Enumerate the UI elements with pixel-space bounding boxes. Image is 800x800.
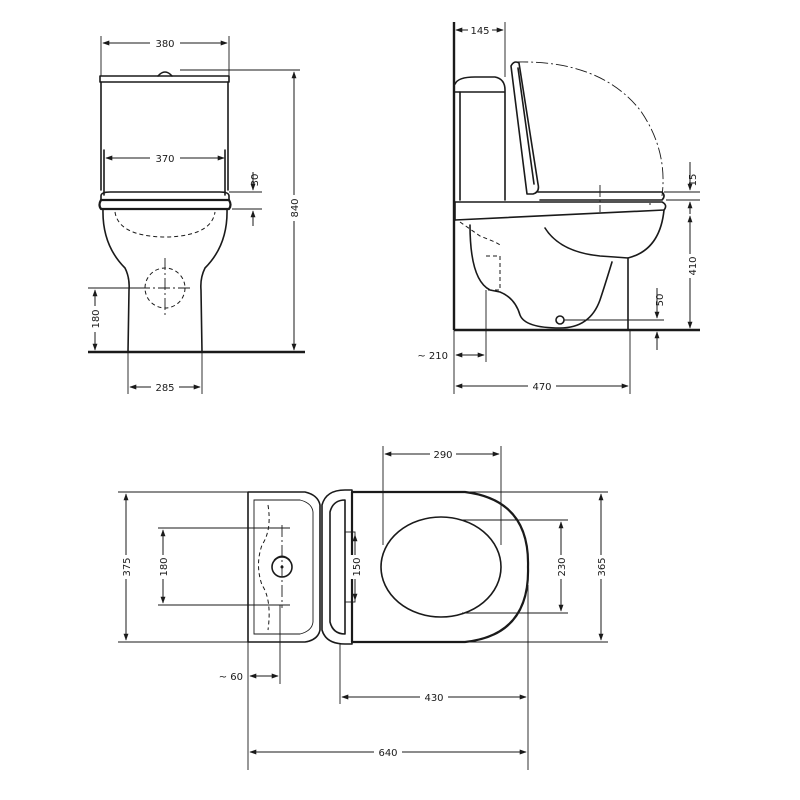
front-seat-ring	[98, 198, 232, 211]
top-hole-spacing-label: 180	[159, 557, 170, 576]
top-hinge-block	[321, 489, 353, 645]
side-lid-swing-arc	[515, 61, 664, 197]
top-bowl-outline	[350, 490, 530, 644]
top-view: 290 375 180 150 230 365 ~ 60	[118, 446, 608, 770]
front-total-height-label: 840	[290, 198, 301, 217]
front-tank-inner	[103, 149, 226, 196]
top-wall-gap-label: ~ 60	[219, 672, 243, 683]
top-total-width-label: 375	[122, 557, 133, 576]
top-tank-inner	[253, 499, 314, 635]
front-bowl-right	[200, 208, 228, 353]
side-tank-outline	[454, 76, 506, 201]
front-outlet-height-label: 180	[91, 309, 102, 328]
front-bowl-hidden	[114, 211, 216, 238]
side-bowl-front	[627, 209, 665, 331]
side-seat-lid-raised	[510, 61, 540, 195]
side-outlet-center-label: 50	[655, 294, 666, 307]
front-base-width-label: 285	[155, 383, 174, 394]
top-tank-outline	[247, 491, 321, 643]
side-view: 145 15 410 50 ~ 210 470	[417, 22, 700, 394]
front-seat-lid	[100, 191, 230, 201]
side-wall-offset-label: ~ 210	[417, 351, 448, 362]
front-tank-lid	[99, 75, 230, 83]
top-bowl-length-label: 430	[424, 693, 443, 704]
side-trap-hidden-top	[459, 221, 503, 247]
side-seat-hidden	[548, 199, 651, 205]
top-hinge-spacing-label: 150	[352, 557, 363, 576]
side-outlet-point	[555, 315, 565, 325]
top-total-length-label: 640	[378, 748, 397, 759]
top-bowl-width-label: 365	[597, 557, 608, 576]
side-seat-ring	[537, 191, 665, 201]
front-view: 380 370 30 840 180 285	[88, 36, 305, 394]
side-seat-thickness-label: 15	[688, 174, 699, 187]
top-hinge-inner	[329, 499, 346, 635]
front-flush-button	[157, 71, 173, 77]
front-seat-gap-label: 30	[250, 174, 261, 187]
front-width-top-label: 380	[155, 39, 174, 50]
front-width-seat-label: 370	[155, 154, 174, 165]
side-bowl-rim	[454, 201, 667, 221]
side-bowl-inner-curve	[544, 227, 629, 259]
top-tank-hidden	[258, 504, 270, 631]
front-tank-body	[100, 81, 229, 191]
side-seat-lid-inner	[517, 67, 535, 185]
top-seat-opening	[380, 516, 502, 618]
front-bowl-left	[102, 208, 130, 353]
side-tank-depth-label: 145	[470, 26, 489, 37]
side-outlet-hidden	[486, 255, 501, 291]
top-seat-inner-label: 230	[557, 557, 568, 576]
side-depth-label: 470	[532, 382, 551, 393]
side-trap-outline	[469, 224, 613, 329]
side-seat-height-label: 410	[688, 256, 699, 275]
top-seat-opening-label: 290	[433, 450, 452, 461]
